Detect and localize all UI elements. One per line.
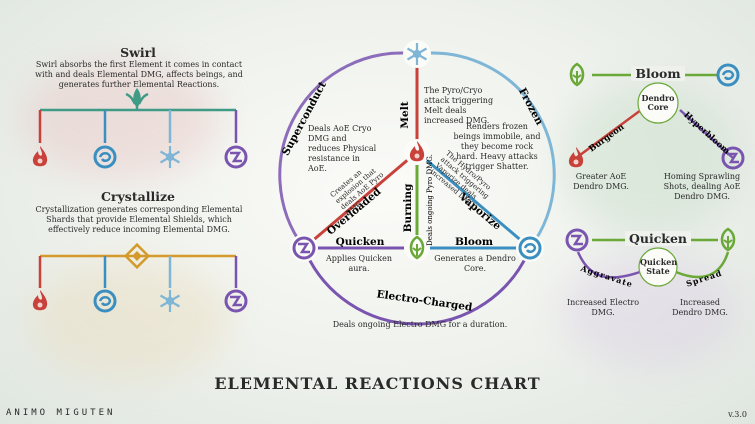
swirl-heading: Swirl bbox=[120, 45, 156, 60]
background-art bbox=[30, 260, 230, 380]
reaction-wheel: Melt Frozen Superconduct Overloaded Burn… bbox=[278, 40, 556, 326]
aggravate-description: Increased Electro DMG. bbox=[566, 298, 640, 317]
anemo-icon bbox=[124, 86, 150, 110]
hydro-icon bbox=[93, 289, 117, 313]
bloom-description: Generates a Dendro Core. bbox=[434, 254, 516, 273]
bloom-heading-label: Bloom bbox=[631, 66, 685, 81]
hydro-icon bbox=[716, 63, 740, 87]
crystallize-tree bbox=[32, 243, 248, 314]
burning-desc: Deals ongoing Pyro DMG. bbox=[426, 154, 434, 246]
pyro-icon bbox=[32, 290, 48, 311]
spread-description: Increased Dendro DMG. bbox=[672, 298, 728, 317]
burgeon-label: Burgeon bbox=[587, 122, 626, 154]
electro-charged-description: Deals ongoing Electro DMG for a duration… bbox=[332, 320, 508, 329]
melt-label: Melt bbox=[399, 101, 411, 128]
dendro-icon bbox=[569, 62, 585, 87]
page-title: ELEMENTAL REACTIONS CHART bbox=[214, 374, 541, 393]
bloom-heading: Bloom bbox=[612, 66, 704, 81]
swirl-description: Swirl absorbs the first Element it comes… bbox=[35, 60, 243, 89]
dendro-icon bbox=[720, 227, 736, 252]
electro-icon bbox=[224, 289, 248, 313]
bloom-label: Bloom bbox=[455, 236, 493, 248]
quicken-heading: Quicken bbox=[612, 231, 704, 246]
superconduct-description: Deals AoE Cryo DMG and reduces Physical … bbox=[308, 124, 377, 173]
hyperbloom-label: Hyperbloom bbox=[681, 110, 731, 156]
electro-charged-label: Electro-Charged bbox=[376, 288, 474, 313]
burning-label: Burning bbox=[402, 183, 414, 232]
hyperbloom-description: Homing Sprawling Shots, dealing AoE Dend… bbox=[663, 172, 741, 201]
quicken-label: Quicken bbox=[336, 236, 385, 248]
burgeon-description: Greater AoE Dendro DMG. bbox=[573, 172, 629, 191]
signature: ANIMO MIGUTEN bbox=[6, 408, 116, 418]
background-art bbox=[20, 60, 220, 180]
crystallize-heading: Crystallize bbox=[100, 189, 175, 204]
pyro-icon bbox=[32, 146, 48, 167]
cryo-icon bbox=[159, 288, 181, 314]
quicken-state-label: Quicken State bbox=[640, 257, 678, 276]
version-label: v.3.0 bbox=[728, 410, 747, 419]
quicken-heading-label: Quicken bbox=[624, 231, 692, 246]
quicken-description: Applies Quicken aura. bbox=[325, 254, 392, 273]
dendro-core-label: Dendro Core bbox=[641, 93, 675, 112]
crystallize-description: Crystallization generates corresponding … bbox=[35, 205, 243, 234]
melt-description: The Pyro/Cryo attack triggering Melt dea… bbox=[424, 86, 494, 125]
electro-icon bbox=[565, 228, 589, 252]
swirl-tree bbox=[32, 86, 248, 170]
frozen-description: Renders frozen beings immobile, and they… bbox=[453, 122, 541, 171]
cryo-icon bbox=[159, 144, 181, 170]
electro-icon bbox=[224, 145, 248, 169]
hydro-icon bbox=[93, 145, 117, 169]
pyro-icon bbox=[568, 147, 584, 168]
spread-label: Spread bbox=[685, 268, 724, 289]
